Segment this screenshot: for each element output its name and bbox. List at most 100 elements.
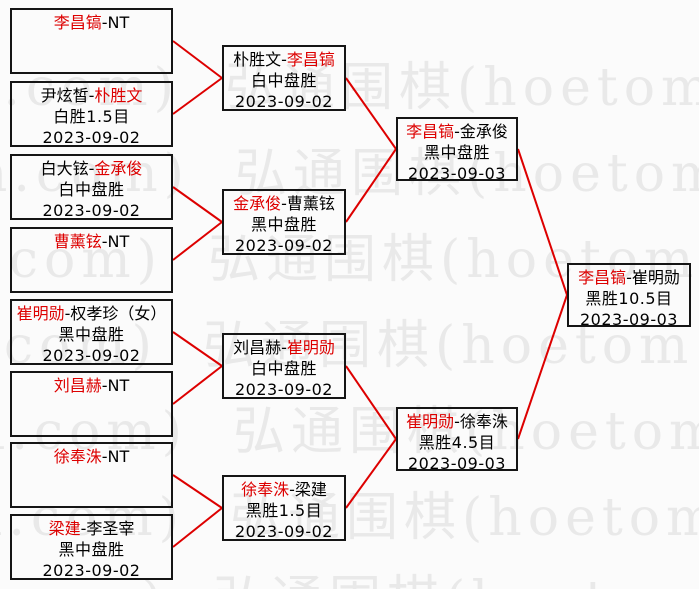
watermark-text: 弘通围棋(hoetom.com) 弘通围棋(hoetom.com) 弘通围棋(h… (0, 488, 699, 548)
match-players: 徐奉洙-NT (12, 446, 171, 467)
match-players: 刘昌赫-崔明勋 (224, 337, 344, 358)
separator: - (101, 447, 108, 466)
player2: 崔明勋 (286, 338, 335, 357)
player1: 崔明勋 (16, 304, 65, 323)
player1: 徐奉洙 (241, 480, 290, 499)
player1: 尹炫皙 (40, 86, 89, 105)
player2: 权孝珍（女） (70, 304, 167, 323)
match-date: 2023-09-02 (235, 92, 333, 111)
match-box-r1m5: 崔明勋-权孝珍（女） 黑中盘胜 2023-09-02 (10, 299, 173, 365)
match-players: 崔明勋-徐奉洙 (398, 411, 516, 432)
match-players: 白大铉-金承俊 (12, 158, 171, 179)
player1: 刘昌赫 (233, 338, 282, 357)
separator: - (80, 519, 87, 538)
watermark-text: 弘通围棋(hoetom.com) 弘通围棋(hoetom.com) 弘通围棋(h… (0, 230, 699, 290)
match-result: 黑胜4.5目 (418, 433, 496, 452)
separator: - (281, 338, 287, 357)
match-box-final: 李昌镐-崔明勋 黑胜10.5目 2023-09-03 (567, 263, 691, 329)
connector-line (172, 507, 223, 548)
match-players: 曹薰铉-NT (12, 231, 171, 252)
player2: 徐奉洙 (459, 412, 508, 431)
separator: - (454, 412, 460, 431)
connector-line (172, 221, 223, 261)
player1: 金承俊 (233, 194, 282, 213)
watermark-text: 弘通围棋(hoetom.com) 弘通围棋(hoetom.com) 弘通围棋(h… (0, 144, 699, 204)
match-date: 2023-09-02 (42, 346, 141, 365)
connector-line (345, 365, 397, 440)
match-date: 2023-09-02 (42, 201, 141, 220)
match-result: 黑中盘胜 (58, 540, 125, 559)
player2: 李圣宰 (86, 519, 135, 538)
match-box-r2m4: 徐奉洙-梁建 黑胜1.5目 2023-09-02 (222, 475, 346, 541)
match-box-r1m2: 尹炫皙-朴胜文 白胜1.5目 2023-09-02 (10, 81, 173, 147)
watermark-text: 弘通围棋(hoetom.com) 弘通围棋(hoetom.com) 弘通围棋(h… (0, 58, 699, 118)
player1: 李昌镐 (578, 268, 627, 287)
connector-line (172, 77, 223, 115)
separator: - (454, 122, 460, 141)
connector-line (172, 331, 223, 367)
player1: 徐奉洙 (53, 447, 102, 466)
separator: - (281, 194, 287, 213)
match-date: 2023-09-02 (235, 380, 333, 399)
match-players: 刘昌赫-NT (12, 375, 171, 396)
player2: 金承俊 (459, 122, 508, 141)
match-date: 2023-09-03 (408, 454, 506, 473)
match-date: 2023-09-02 (42, 128, 141, 147)
match-box-r1m4: 曹薰铉-NT (10, 227, 173, 293)
player2: 曹薰铉 (286, 194, 335, 213)
match-box-r3m1: 李昌镐-金承俊 黑中盘胜 2023-09-03 (396, 117, 518, 183)
watermark-text: 弘通围棋(hoetom.com) 弘通围棋(hoetom.com) 弘通围棋(h… (0, 402, 699, 462)
separator: - (101, 376, 108, 395)
match-result: 黑胜10.5目 (585, 289, 673, 308)
player1: 朴胜文 (233, 50, 282, 69)
separator: - (289, 480, 295, 499)
watermark-text: 弘通围棋(hoetom.com) 弘通围棋(hoetom.com) 弘通围棋(h… (0, 316, 699, 376)
player2: 崔明勋 (631, 268, 680, 287)
match-box-r1m1: 李昌镐-NT (10, 8, 173, 74)
connector-line (345, 438, 397, 509)
match-players: 李昌镐-NT (12, 12, 171, 33)
match-box-r1m7: 徐奉洙-NT (10, 442, 173, 508)
match-result: 黑胜1.5目 (245, 501, 323, 520)
player2: NT (107, 447, 130, 466)
match-box-r2m2: 金承俊-曹薰铉 黑中盘胜 2023-09-02 (222, 189, 346, 255)
separator: - (101, 232, 108, 251)
player2: NT (107, 376, 130, 395)
separator: - (88, 86, 95, 105)
player1: 李昌镐 (53, 13, 102, 32)
match-players: 金承俊-曹薰铉 (224, 193, 344, 214)
player1: 梁建 (48, 519, 81, 538)
connector-line (345, 148, 397, 223)
connector-line (517, 148, 568, 296)
match-players: 朴胜文-李昌镐 (224, 49, 344, 70)
match-date: 2023-09-03 (580, 310, 678, 329)
connector-line (172, 186, 223, 223)
match-date: 2023-09-03 (408, 164, 506, 183)
match-box-r2m1: 朴胜文-李昌镐 白中盘胜 2023-09-02 (222, 45, 346, 111)
match-date: 2023-09-02 (42, 561, 141, 580)
separator: - (626, 268, 632, 287)
match-players: 李昌镐-崔明勋 (569, 267, 689, 288)
player1: 白大铉 (40, 159, 89, 178)
match-players: 李昌镐-金承俊 (398, 121, 516, 142)
match-result: 白中盘胜 (250, 71, 317, 90)
connector-line (345, 77, 397, 150)
player1: 刘昌赫 (53, 376, 102, 395)
player2: 金承俊 (94, 159, 143, 178)
match-date: 2023-09-02 (235, 236, 333, 255)
separator: - (101, 13, 108, 32)
player2: 李昌镐 (286, 50, 335, 69)
match-box-r2m3: 刘昌赫-崔明勋 白中盘胜 2023-09-02 (222, 333, 346, 399)
player2: NT (107, 13, 130, 32)
match-players: 崔明勋-权孝珍（女） (12, 303, 171, 324)
match-date: 2023-09-02 (235, 522, 333, 541)
separator: - (88, 159, 95, 178)
match-box-r3m2: 崔明勋-徐奉洙 黑胜4.5目 2023-09-03 (396, 407, 518, 473)
match-result: 黑中盘胜 (423, 143, 490, 162)
connector-line (172, 365, 223, 405)
match-result: 白中盘胜 (250, 359, 317, 378)
separator: - (281, 50, 287, 69)
player1: 李昌镐 (406, 122, 455, 141)
